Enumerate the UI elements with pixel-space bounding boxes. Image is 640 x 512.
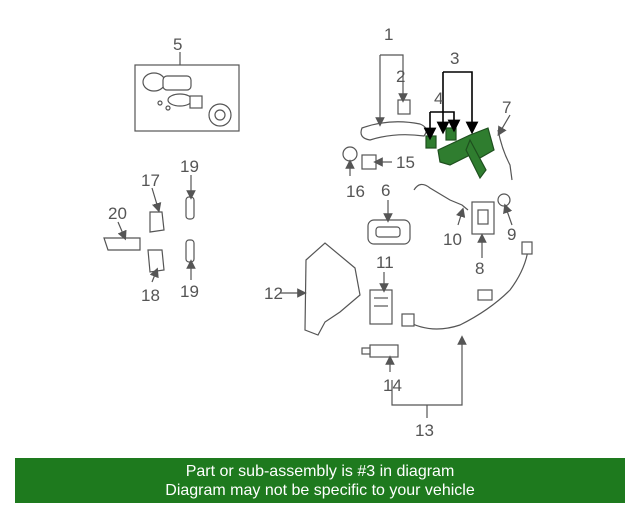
part-4-clip-b [445,127,457,141]
callout-8: 8 [475,259,484,278]
callout-19-upper: 19 [180,157,199,176]
part-1-outside-handle[interactable] [360,99,427,141]
callout-15: 15 [396,153,415,172]
part-5-lock-cylinder-kit[interactable] [134,64,240,132]
callout-2: 2 [396,67,405,86]
part-17-upper-hinge[interactable] [149,211,165,233]
callout-20: 20 [108,204,127,223]
info-banner: Part or sub-assembly is #3 in diagram Di… [15,458,625,503]
part-18-lower-hinge[interactable] [147,249,165,273]
part-10-cable[interactable] [413,183,469,211]
banner-line-2: Diagram may not be specific to your vehi… [165,482,475,499]
callout-9: 9 [507,225,516,244]
callout-4: 4 [434,89,443,108]
callout-17: 17 [141,171,160,190]
callout-7: 7 [502,98,511,117]
callout-11: 11 [376,253,394,272]
part-7-rod[interactable] [497,129,513,181]
callout-16: 16 [346,182,365,201]
part-16-grommet[interactable] [342,146,358,162]
callout-13: 13 [415,421,434,440]
callout-18: 18 [141,286,160,305]
callout-12: 12 [264,284,283,303]
part-13-wiring-harness[interactable] [404,249,529,330]
callout-5: 5 [173,35,182,54]
callout-6: 6 [381,181,390,200]
banner-line-1: Part or sub-assembly is #3 in diagram [185,463,455,480]
callout-1: 1 [384,25,393,44]
part-19-upper-seal[interactable] [185,196,195,220]
parts-diagram: 5 1 2 3 4 7 15 16 6 10 8 [103,25,533,440]
part-11-switch-module[interactable] [369,289,393,325]
callout-3: 3 [450,49,459,68]
callout-10: 10 [443,230,462,249]
part-8-door-latch[interactable] [471,201,495,235]
part-15-clip[interactable] [361,154,377,170]
part-14-connector[interactable] [361,344,399,358]
part-3-handle-frame-assembly[interactable] [425,127,495,180]
part-9-bolt[interactable] [497,193,511,207]
part-4-clip-a [425,135,437,149]
part-20-check-link[interactable] [103,237,141,251]
part-19-lower-seal[interactable] [185,239,195,263]
callout-19-lower: 19 [180,282,199,301]
part-6-inside-handle[interactable] [367,219,411,245]
callout-14: 14 [383,376,402,395]
part-12-bracket[interactable] [304,242,361,336]
